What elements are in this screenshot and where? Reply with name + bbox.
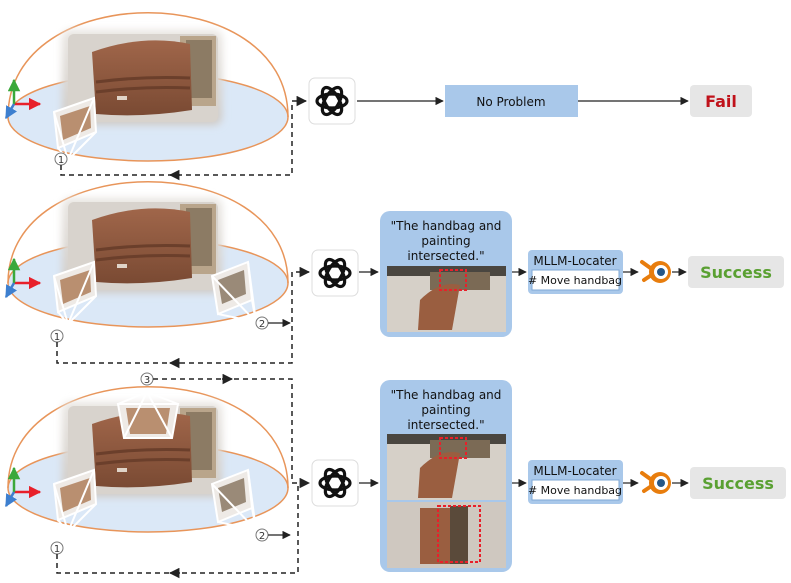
intersection-highlight [437, 505, 481, 563]
top-camera-frustum [116, 391, 180, 439]
move-action-box [531, 269, 620, 291]
move-action-label: # Move handbag [528, 274, 622, 287]
openai-logo-icon [307, 76, 357, 126]
success-result-label: Success [702, 474, 774, 493]
row-3: 3 1 2 "The handbag and painting intersec… [4, 372, 786, 579]
quote-line-2: painting [421, 403, 470, 417]
quote-line-1: "The handbag and [391, 388, 502, 402]
move-action-box [531, 479, 620, 501]
success-result-box [688, 256, 784, 288]
scene-dome-1 [7, 12, 289, 162]
intersection-highlight [439, 437, 467, 459]
scene-dome-3 [7, 386, 289, 533]
camera-number-1: 1 [54, 332, 60, 343]
camera-number-2: 2 [259, 319, 265, 330]
feedback-loop-2a [56, 266, 311, 364]
quote-line-2: painting [421, 234, 470, 248]
intersection-highlight [439, 269, 467, 291]
success-result-label: Success [700, 263, 772, 282]
no-problem-label: No Problem [476, 95, 545, 109]
feedback-loop-1 [60, 95, 308, 176]
render-view-photo [387, 266, 506, 332]
axis-gizmo [4, 466, 42, 508]
mllm-locater-title: MLLM-Locater [533, 254, 616, 268]
scene-dome-2 [7, 181, 289, 328]
camera-number-2: 2 [259, 531, 265, 542]
no-problem-box [445, 85, 578, 117]
blender-logo-icon [640, 470, 673, 496]
feedback-loop-3-top [153, 378, 311, 489]
camera-number-1: 1 [58, 155, 64, 166]
render-view-photo-2 [387, 502, 506, 568]
openai-logo-icon [310, 458, 360, 508]
camera-number-1: 1 [54, 544, 60, 555]
move-action-label: # Move handbag [528, 484, 622, 497]
fail-result-box [690, 85, 752, 117]
quote-line-1: "The handbag and [391, 219, 502, 233]
axis-gizmo [4, 257, 42, 299]
axis-gizmo [4, 78, 42, 120]
openai-logo-icon [310, 248, 360, 298]
camera-number-3: 3 [144, 375, 150, 386]
mllm-locater-title: MLLM-Locater [533, 464, 616, 478]
fail-result-label: Fail [705, 92, 737, 111]
success-result-box [690, 467, 786, 499]
row-2: 1 2 "The handbag and painting intersecte… [4, 181, 784, 369]
row-1: 1 No Problem Fail [4, 12, 752, 181]
blender-logo-icon [640, 259, 673, 285]
quote-line-3: intersected." [407, 249, 484, 263]
quote-line-3: intersected." [407, 418, 484, 432]
render-view-photo-1 [387, 434, 506, 500]
